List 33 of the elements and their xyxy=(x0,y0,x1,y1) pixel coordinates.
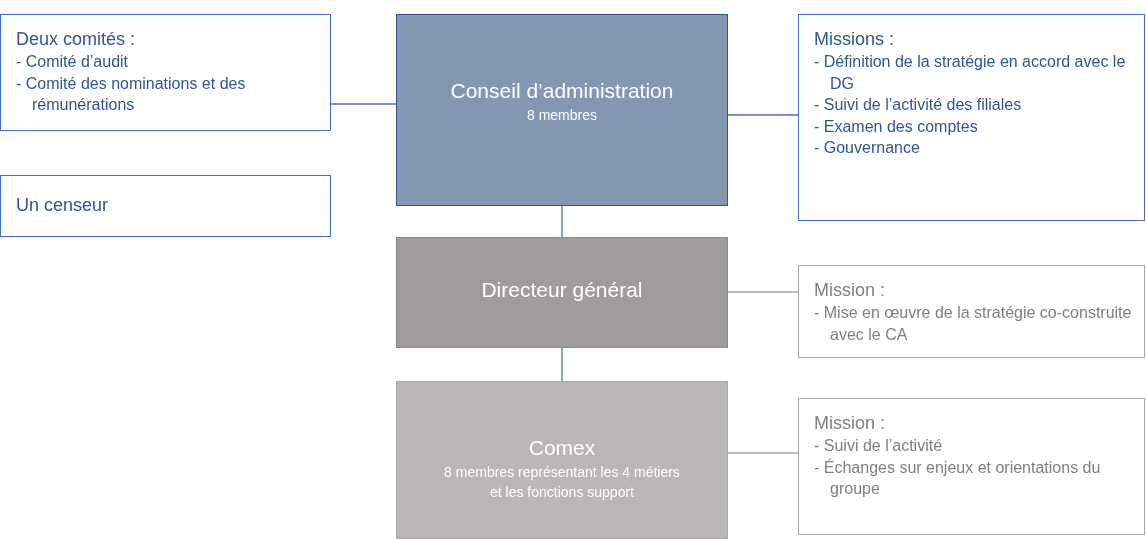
role-subtitle: 8 membres représentant les 4 métiers et les fonctions support xyxy=(443,463,681,502)
list-item: - Gouvernance xyxy=(814,138,921,158)
box-heading: Deux comités : xyxy=(16,28,137,51)
list-item: - Examen des comptes xyxy=(814,116,979,137)
box-heading: Mission : xyxy=(814,279,886,302)
connector-line xyxy=(727,452,799,454)
connector-line xyxy=(727,291,799,293)
connector-line xyxy=(561,205,563,238)
box-heading: Mission : xyxy=(814,412,886,435)
list-item: - Suivi de l’activité des filiales xyxy=(814,95,1023,115)
role-title: Conseil d’administration xyxy=(450,78,674,104)
list-item: - Suivi de l’activité xyxy=(814,436,944,456)
box-heading: Missions : xyxy=(814,28,895,51)
list-item: - Mise en œuvre de la stratégie co-construite avec le CA xyxy=(814,303,1133,345)
role-title: Comex xyxy=(528,435,596,461)
role-box xyxy=(396,381,728,539)
connector-line xyxy=(727,114,799,116)
info-box xyxy=(0,175,331,237)
box-heading: Un censeur xyxy=(16,194,110,217)
list-item: - Échanges sur enjeux et orientations du groupe xyxy=(814,457,1102,499)
info-box xyxy=(798,14,1145,221)
info-box xyxy=(798,265,1145,358)
list-item: - Définition de la stratégie en accord avec le DG xyxy=(814,52,1127,94)
info-box xyxy=(0,14,331,131)
connector-line xyxy=(330,103,397,105)
role-title: Directeur général xyxy=(481,277,643,303)
role-subtitle: 8 membres xyxy=(527,106,597,125)
list-item: - Comité des nominations et des rémunérations xyxy=(16,73,247,115)
list-item: - Comité d’audit xyxy=(16,52,130,72)
connector-line xyxy=(561,347,563,382)
role-box xyxy=(396,237,728,348)
role-box xyxy=(396,14,728,206)
info-box xyxy=(798,398,1145,535)
